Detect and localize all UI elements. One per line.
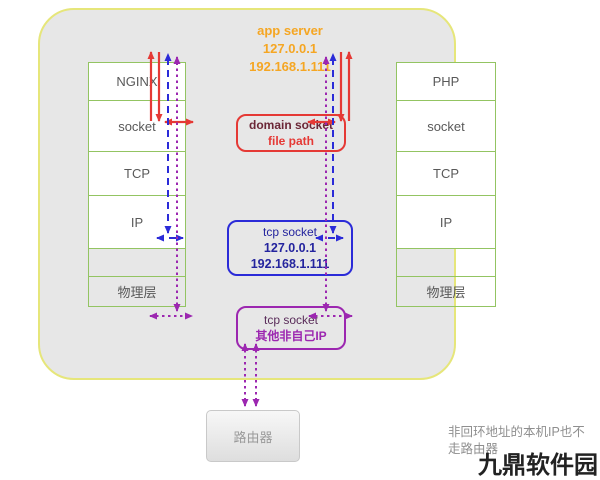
tcp-socket-box: tcp socket 127.0.0.1 192.168.1.111 xyxy=(227,220,353,276)
stack-cell-socket-right: socket xyxy=(396,100,496,152)
stack-cell-ip-left: IP xyxy=(88,195,186,249)
app-server-header: app server 127.0.0.1 192.168.1.111 xyxy=(190,22,390,76)
tcp-socket-ip-lan: 192.168.1.111 xyxy=(250,257,330,271)
domain-socket-title: domain socket xyxy=(248,118,334,132)
domain-socket-box: domain socket file path xyxy=(236,114,346,152)
nginx-protocol-stack: NGINX socket TCP IP 物理层 xyxy=(88,62,186,307)
stack-spacer-right xyxy=(396,248,496,277)
bottom-note: 非回环地址的本机IP也不 走路由器 xyxy=(448,424,598,458)
stack-cell-tcp-left: TCP xyxy=(88,151,186,196)
stack-cell-socket-left: socket xyxy=(88,100,186,152)
tcp-socket-ip-loopback: 127.0.0.1 xyxy=(263,241,317,255)
stack-cell-tcp-right: TCP xyxy=(396,151,496,196)
note-line-1: 非回环地址的本机IP也不 xyxy=(448,425,585,439)
external-socket-title: tcp socket xyxy=(263,313,319,327)
note-line-2: 走路由器 xyxy=(448,442,499,456)
router-label: 路由器 xyxy=(233,429,273,445)
stack-cell-ip-right: IP xyxy=(396,195,496,249)
stack-cell-physical-right: 物理层 xyxy=(396,276,496,307)
app-server-ip-loopback: 127.0.0.1 xyxy=(262,41,318,56)
stack-cell-php: PHP xyxy=(396,62,496,101)
stack-cell-physical-left: 物理层 xyxy=(88,276,186,307)
php-protocol-stack: PHP socket TCP IP 物理层 xyxy=(396,62,496,307)
tcp-socket-title: tcp socket xyxy=(262,225,318,239)
external-socket-box: tcp socket 其他非自己IP xyxy=(236,306,346,350)
domain-socket-value: file path xyxy=(267,134,314,148)
external-socket-value: 其他非自己IP xyxy=(255,329,327,343)
site-watermark: 九鼎软件园 xyxy=(478,453,598,479)
router-box: 路由器 xyxy=(206,410,300,462)
app-server-ip-lan: 192.168.1.111 xyxy=(249,59,331,74)
stack-spacer-left xyxy=(88,248,186,277)
app-server-title: app server xyxy=(257,23,323,38)
stack-cell-nginx: NGINX xyxy=(88,62,186,101)
app-server-container: app server 127.0.0.1 192.168.1.111 NGINX… xyxy=(38,8,496,380)
